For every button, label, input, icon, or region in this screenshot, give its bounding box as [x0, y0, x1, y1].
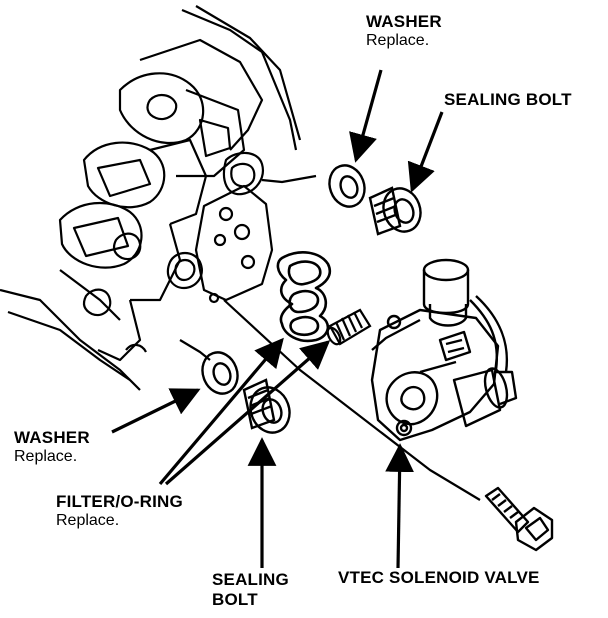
sealing-bolt-top	[368, 186, 422, 236]
label-sealing-bolt-top: SEALING BOLT	[444, 90, 572, 110]
label-washer-top: WASHER Replace.	[366, 12, 442, 50]
filter-screen	[326, 308, 372, 346]
sealing-bolt-bottom-line2: BOLT	[212, 590, 258, 609]
washer-left	[201, 351, 239, 395]
vtec-solenoid-valve	[370, 258, 518, 442]
filter-oring-note: Replace.	[56, 512, 120, 529]
sealing-bolt-top-leader	[407, 111, 444, 193]
label-sealing-bolt-bottom: SEALING BOLT	[212, 570, 289, 610]
label-vtec-solenoid-valve: VTEC SOLENOID VALVE	[338, 568, 540, 588]
sealing-bolt-top-name: SEALING BOLT	[444, 90, 572, 109]
filter-oring-name: FILTER/O-RING	[56, 492, 183, 511]
label-washer-left: WASHER Replace.	[14, 428, 90, 466]
washer-top-leader	[349, 69, 383, 163]
label-filter-oring: FILTER/O-RING Replace.	[56, 492, 183, 530]
washer-top-name: WASHER	[366, 12, 442, 31]
sealing-bolt-bottom-line1: SEALING	[212, 570, 289, 589]
washer-top-note: Replace.	[366, 32, 430, 49]
filter-oring	[276, 251, 332, 343]
leader-lines	[111, 69, 444, 569]
cylinder-head	[0, 5, 481, 501]
washer-left-note: Replace.	[14, 448, 78, 465]
mounting-bolt	[484, 486, 554, 552]
washer-left-name: WASHER	[14, 428, 90, 447]
filter-oring-leader-2	[164, 340, 331, 486]
washer-top	[328, 164, 366, 208]
filter-oring-leader-1	[158, 337, 284, 486]
vtec-solenoid-name: VTEC SOLENOID VALVE	[338, 568, 540, 587]
washer-left-leader	[111, 388, 201, 434]
vtec-solenoid-leader	[385, 443, 414, 569]
